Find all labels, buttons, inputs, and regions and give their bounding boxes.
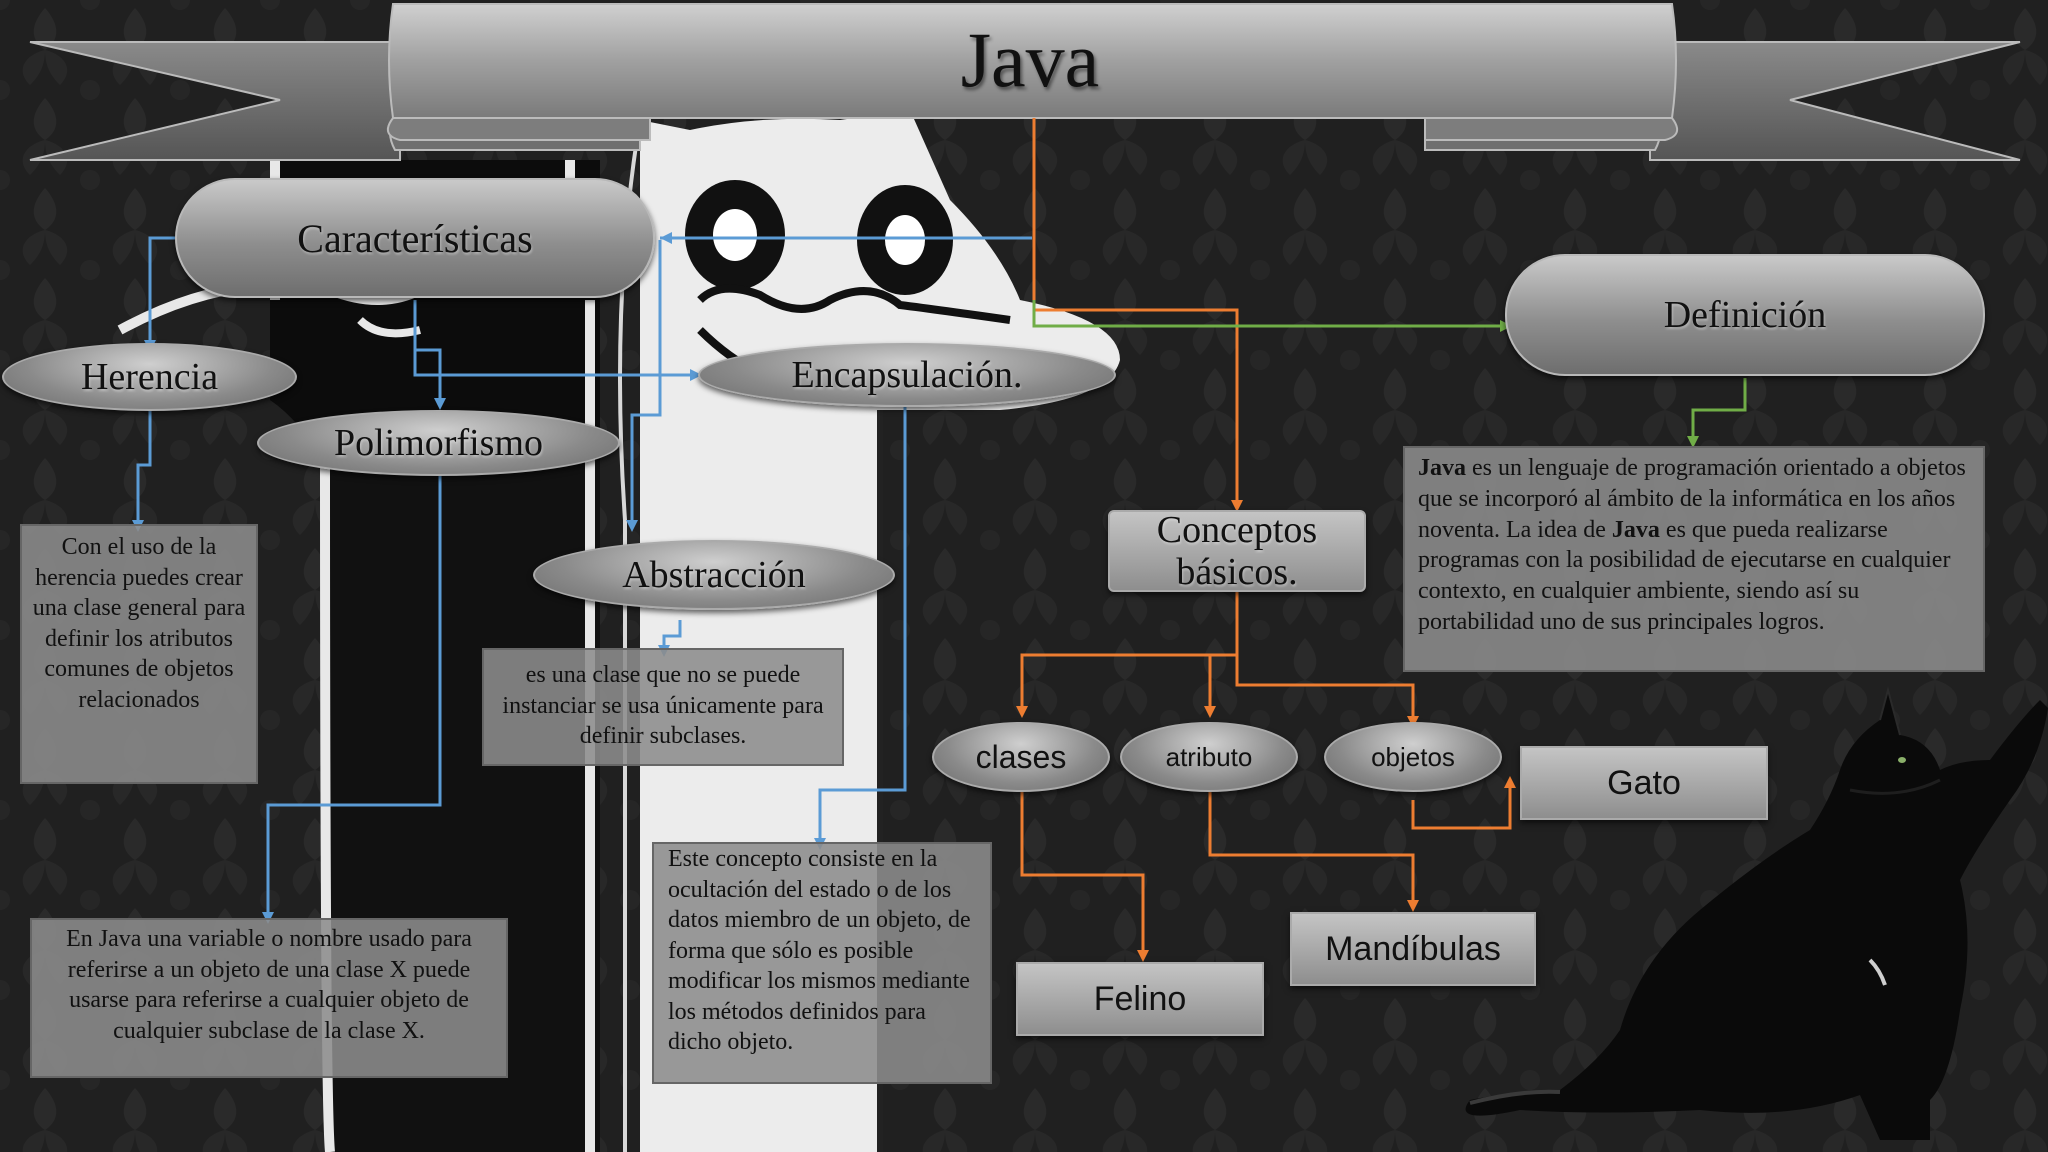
objetos-label: objetos: [1371, 741, 1455, 772]
encapsulacion-description: Este concepto consiste en la ocultación …: [652, 842, 992, 1084]
abstraccion-label: Abstracción: [622, 554, 806, 596]
caracteristicas-label: Características: [297, 215, 533, 261]
clases-node[interactable]: clases: [932, 722, 1110, 792]
clases-label: clases: [975, 738, 1067, 775]
mandibulas-node[interactable]: Mandíbulas: [1290, 912, 1536, 986]
herencia-description-text: Con el uso de la herencia puedes crear u…: [32, 534, 246, 713]
definicion-description: Java es un lenguaje de programación orie…: [1403, 446, 1985, 672]
felino-node[interactable]: Felino: [1016, 962, 1264, 1036]
cat-illustration: [1465, 686, 2048, 1140]
encapsulacion-node[interactable]: Encapsulación.: [698, 343, 1116, 407]
abstraccion-node[interactable]: Abstracción: [533, 540, 895, 610]
definicion-text-1: es un lenguaje de programación orientado…: [1418, 455, 1966, 543]
atributo-label: atributo: [1165, 741, 1253, 772]
polimorfismo-description-text: En Java una variable o nombre usado para…: [66, 926, 472, 1044]
definicion-java-bold-2: Java: [1611, 516, 1660, 543]
conceptos-basicos-node[interactable]: Conceptos básicos.: [1108, 509, 1366, 593]
herencia-description: Con el uso de la herencia puedes crear u…: [20, 524, 258, 784]
page-title-text: Java: [960, 16, 1100, 103]
polimorfismo-description: En Java una variable o nombre usado para…: [30, 918, 508, 1078]
mandibulas-label: Mandíbulas: [1325, 929, 1501, 968]
definicion-label: Definición: [1663, 294, 1827, 336]
abstraccion-description: es una clase que no se puede instanciar …: [482, 648, 844, 766]
caracteristicas-node[interactable]: Características: [175, 178, 655, 298]
polimorfismo-node[interactable]: Polimorfismo: [257, 410, 620, 476]
encapsulacion-description-text: Este concepto consiste en la ocultación …: [668, 846, 971, 1055]
felino-label: Felino: [1093, 979, 1187, 1018]
definicion-java-bold-1: Java: [1418, 455, 1466, 481]
atributo-node[interactable]: atributo: [1120, 722, 1298, 792]
connectors: [132, 118, 1747, 962]
herencia-label: Herencia: [80, 356, 219, 398]
polimorfismo-label: Polimorfismo: [333, 422, 544, 464]
encapsulacion-label: Encapsulación.: [791, 354, 1023, 396]
gato-label: Gato: [1607, 763, 1681, 802]
definicion-node[interactable]: Definición: [1505, 254, 1985, 376]
definicion-text-2: es que pueda realizarse programas con la…: [1418, 516, 1951, 635]
gato-node[interactable]: Gato: [1520, 746, 1768, 820]
abstraccion-description-text: es una clase que no se puede instanciar …: [502, 662, 824, 749]
objetos-node[interactable]: objetos: [1324, 722, 1502, 792]
herencia-node[interactable]: Herencia: [2, 343, 297, 411]
conceptos-basicos-label: Conceptos básicos.: [1156, 509, 1318, 593]
title-banner: [29, 3, 2021, 161]
page-title: Java: [880, 10, 1180, 110]
